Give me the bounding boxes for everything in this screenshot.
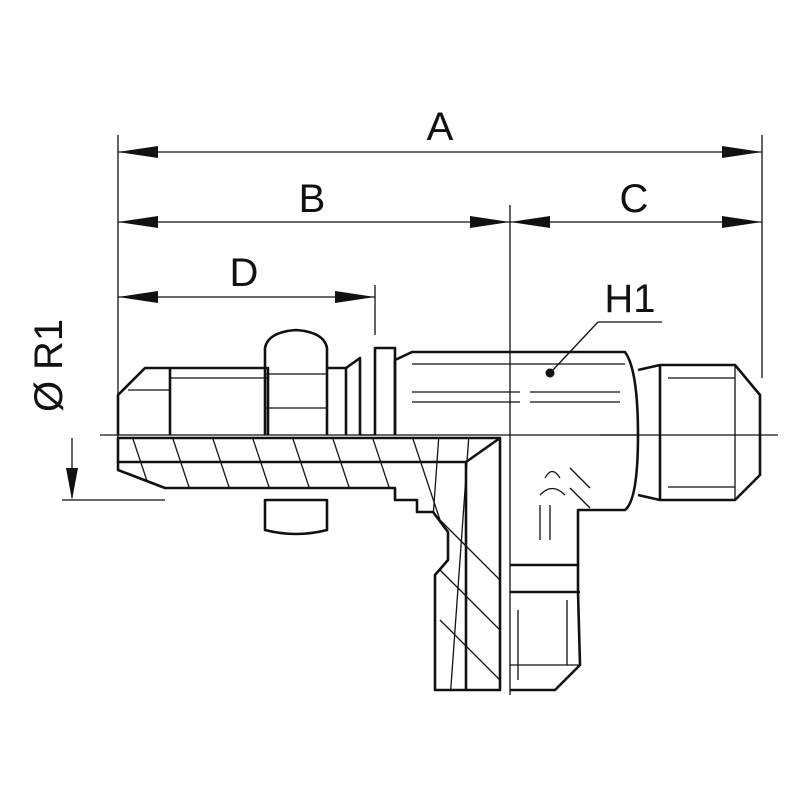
tee-body [393, 350, 640, 565]
locknut-section [263, 498, 329, 536]
dimension-label-d: D [230, 251, 259, 295]
shank-chamfer [345, 356, 362, 435]
dimension-lines [62, 135, 763, 501]
left-flare-end [116, 366, 172, 435]
arrow-b-left [118, 216, 158, 228]
h1-leader-dot [545, 368, 555, 378]
bore-miter [465, 436, 501, 464]
dimension-label-a: A [427, 105, 454, 149]
dimension-label-c: C [620, 177, 649, 221]
left-thread-shank [170, 366, 270, 435]
collar [373, 346, 397, 435]
port-mark-arc-1 [544, 470, 561, 479]
body-section-outline [116, 436, 502, 692]
short-shank [327, 366, 348, 435]
bottom-flare-end [510, 563, 582, 692]
arrow-c-right [722, 216, 762, 228]
port-mark-line-1 [569, 467, 591, 489]
arrow-a-right [722, 146, 762, 158]
locknut [263, 328, 329, 435]
dimension-label-b: B [299, 177, 326, 221]
r1-arrow [66, 468, 78, 500]
dimension-label-h1: H1 [604, 277, 655, 321]
arrow-d-left [118, 291, 158, 303]
arrow-a-left [118, 146, 158, 158]
right-flare-outline [637, 363, 762, 502]
h1-leader-line [551, 321, 599, 372]
section-hatching [119, 438, 500, 690]
tee-body-lower-outline [576, 434, 640, 565]
arrow-b-right [470, 216, 510, 228]
port-mark-arc-2 [539, 487, 566, 496]
tee-body-top-outline [393, 350, 640, 436]
r1-label: Ø R1 [27, 319, 71, 412]
arrow-c-left [510, 216, 550, 228]
section-view [116, 436, 502, 692]
left-external-view [116, 328, 397, 436]
bottom-flare-outline [510, 563, 582, 692]
diameter-symbol: Ø [27, 381, 71, 412]
dimension-label-r1: R1 [27, 319, 71, 370]
center-lines [100, 205, 778, 695]
right-flare-end [637, 363, 762, 502]
port-mark-line-2 [569, 487, 591, 509]
arrow-d-right [335, 291, 375, 303]
